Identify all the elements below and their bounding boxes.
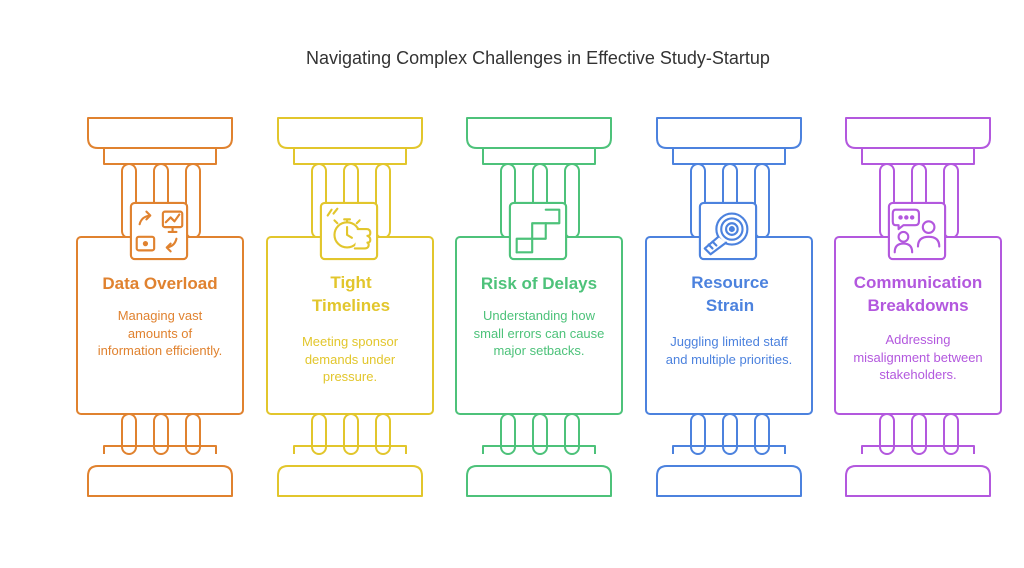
people-chat-icon	[887, 201, 947, 261]
steps-icon	[508, 201, 568, 261]
tape-roll-icon	[698, 201, 758, 261]
stopwatch-hand-icon	[319, 201, 379, 261]
pillar-resource-strain: Resource Strain Juggling limited staff a…	[645, 116, 815, 501]
pillar-heading: Resource Strain	[691, 273, 769, 315]
pillar-communication-breakdowns: Communication Breakdowns Addressing misa…	[834, 116, 1004, 501]
pillar-risk-of-delays: Risk of Delays Understanding how small e…	[455, 116, 625, 501]
pillar-tight-timelines: Tight Timelines Meeting sponsor demands …	[266, 116, 436, 501]
pillar-description: Managing vast amounts of information eff…	[97, 308, 223, 358]
pillar-frame	[455, 117, 623, 497]
pillar-frame	[645, 117, 813, 497]
pillar-heading: Communication Breakdowns	[853, 273, 983, 315]
pillar-data-overload: Data Overload Managing vast amounts of i…	[76, 116, 246, 501]
pillar-heading: Tight Timelines	[311, 273, 391, 315]
pillar-description: Addressing misalignment between stakehol…	[853, 332, 983, 382]
diagram-title: Navigating Complex Challenges in Effecti…	[306, 48, 770, 68]
pillar-description: Understanding how small errors can cause…	[473, 308, 605, 358]
pillar-description: Juggling limited staff and multiple prio…	[665, 334, 793, 367]
pillar-frame	[266, 117, 434, 497]
data-transfer-icon	[129, 201, 189, 261]
pillar-description: Meeting sponsor demands under pressure.	[301, 334, 399, 384]
pillar-heading: Risk of Delays	[480, 274, 598, 293]
pillar-heading: Data Overload	[102, 274, 218, 293]
